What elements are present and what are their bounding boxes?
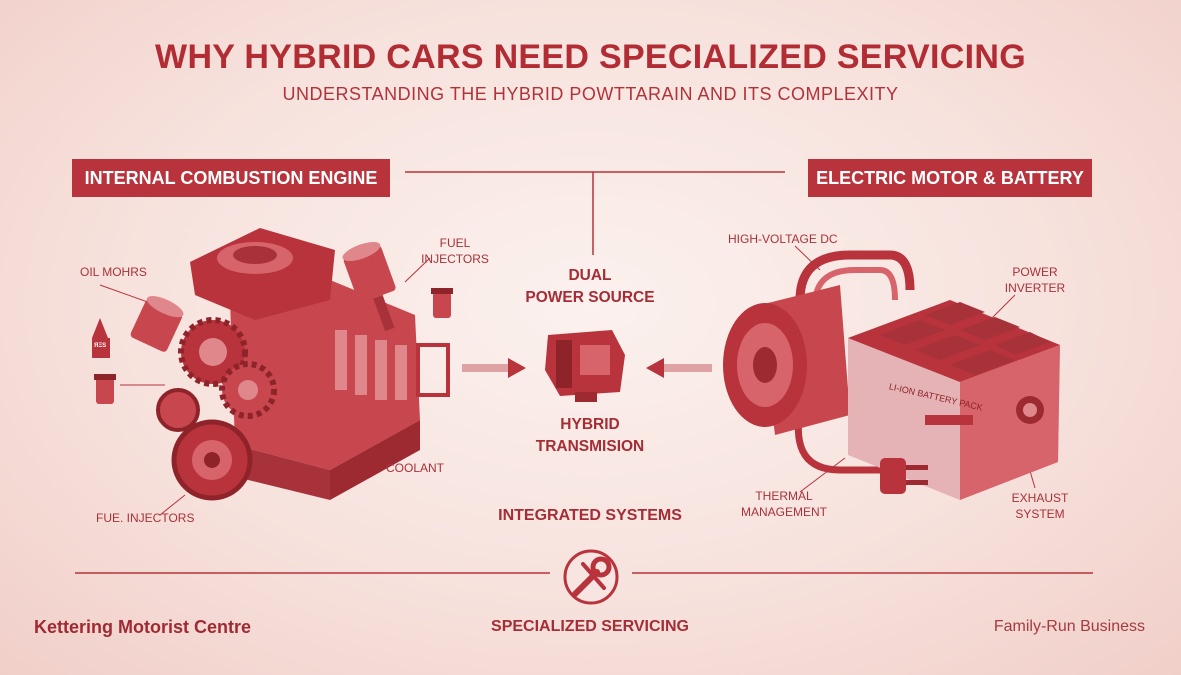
oil-label: OIL MOHRS [80, 265, 147, 279]
high-voltage-label: HIGH-VOLTAGE DC [728, 232, 838, 246]
family-run-label: Family-Run Business [993, 618, 1145, 635]
oil-bottle-text: ЯΞS [94, 343, 107, 349]
power-inverter-label: POWER INVERTER [1004, 265, 1066, 295]
electric-banner: ELECTRIC MOTOR & BATTERY [808, 159, 1092, 197]
fuel-injectors-top-label: FUEL INJECTORS [421, 236, 489, 266]
coolant-label: COOLANT [386, 461, 445, 475]
integrated-systems-label: INTEGRATED SYSTEMS [498, 507, 682, 524]
thermal-management-label: THERMAL MANAGEMENT [740, 489, 827, 519]
exhaust-system-label: EXHAUST SYSTEM [1011, 491, 1069, 521]
dual-power-source-label: DUAL POWER SOURCE [525, 267, 655, 306]
page-subtitle: UNDERSTANDING THE HYBRID POWTTARAIN AND … [282, 84, 899, 104]
ice-banner: INTERNAL COMBUSTION ENGINE [72, 159, 390, 197]
page-title: WHY HYBRID CARS NEED SPECIALIZED SERVICI… [155, 38, 1026, 76]
hybrid-transmission-label: HYBRID TRANSMISION [535, 416, 645, 455]
fuel-injectors-bottom-label: FUE. INJECTORS [96, 511, 195, 525]
business-name: Kettering Motorist Centre [34, 617, 252, 637]
specialized-servicing-label: SPECIALIZED SERVICING [491, 618, 689, 635]
